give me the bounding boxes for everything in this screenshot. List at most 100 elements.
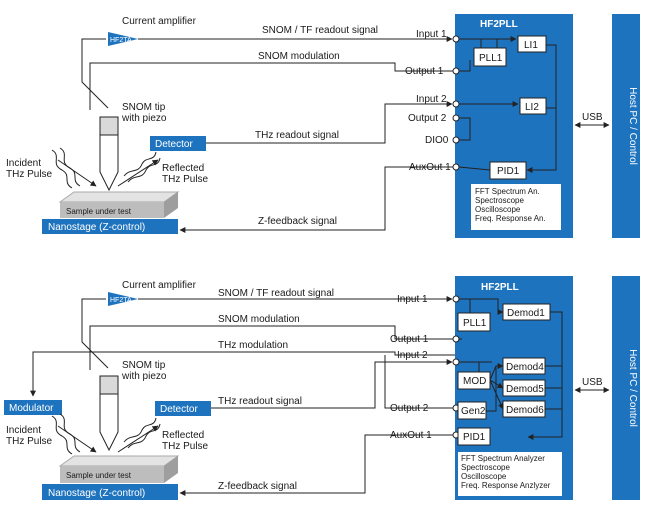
top-port-connector — [452, 114, 460, 122]
top-port-connector — [452, 35, 460, 43]
bottom-port-label: Input 1 — [397, 294, 428, 305]
top-amplifier: HF2TA — [108, 32, 138, 46]
bottom-amplifier: HF2TA — [108, 292, 138, 306]
top-sig-snom-tf: SNOM / TF readout signal — [262, 25, 378, 36]
top-block-li2 — [519, 97, 547, 115]
bottom-block-demod — [502, 400, 546, 418]
bottom-incident-1: Incident — [6, 425, 41, 436]
top-reflected-1: Reflected — [162, 163, 204, 174]
bottom-feature: Spectroscope — [461, 463, 510, 472]
top-snom-mod-line — [89, 62, 456, 110]
bottom-block-demod — [502, 303, 551, 321]
bottom-port-connector — [452, 335, 460, 343]
bottom-port-label: Output 2 — [390, 403, 429, 414]
bottom-thz-mod-line — [30, 351, 456, 397]
bottom-port-connector — [452, 295, 460, 303]
bottom-sample-label: Sample under test — [66, 471, 132, 480]
bottom-lockin-title: HF2PLL — [481, 282, 519, 293]
bottom-sig-snom-mod: SNOM modulation — [218, 314, 300, 325]
top-port-label: AuxOut 1 — [409, 162, 451, 173]
bottom-block-pid-label: PID1 — [463, 432, 486, 443]
bottom-modulator — [4, 400, 62, 415]
top-port-connector — [452, 100, 460, 108]
top-detector-label: Detector — [155, 139, 193, 150]
top-port-label: Input 2 — [416, 94, 447, 105]
bottom-incident-2: THz Pulse — [6, 436, 53, 447]
bottom-sig-thz-mod: THz modulation — [218, 340, 288, 351]
top-amp-title: Current amplifier — [122, 16, 197, 27]
top-features-box — [471, 184, 561, 230]
bottom-block-demod-label: Demod4 — [506, 362, 544, 373]
bottom-nanostage-label: Nanostage (Z-control) — [48, 488, 145, 499]
top-feature: Oscilloscope — [475, 205, 521, 214]
bottom-features-box — [458, 452, 562, 496]
bottom-zfeedback-line — [179, 434, 456, 496]
top-block-li1 — [517, 35, 547, 53]
bottom-sig-thz-readout: THz readout signal — [218, 396, 302, 407]
top-sample-label: Sample under test — [66, 207, 132, 216]
top-detector — [150, 136, 206, 151]
top-nanostage — [42, 219, 178, 234]
bottom-block-demod-label: Demod5 — [506, 384, 544, 395]
top-feature: Freq. Response An. — [475, 214, 546, 223]
bottom-block-mod-label: MOD — [463, 376, 486, 387]
top-tip-to-amp-line — [81, 38, 109, 109]
bottom-reflected-1: Reflected — [162, 430, 204, 441]
bottom-amp-badge: HF2TA — [110, 297, 132, 304]
bottom-diagram: Current amplifier HF2TA SNOM / TF readou… — [4, 276, 640, 500]
top-ports: Input 1 Output 1 Input 2 Output 2 DIO0 A… — [405, 29, 460, 173]
bottom-sample — [58, 455, 180, 483]
bottom-port-label: Output 1 — [390, 334, 429, 345]
top-port-label: Output 2 — [408, 113, 447, 124]
top-block-pll — [473, 47, 507, 67]
top-reflected-pulse-icon — [117, 151, 161, 187]
top-incident-2: THz Pulse — [6, 169, 53, 180]
top-block-pid-label: PID1 — [497, 166, 520, 177]
top-snom-tip — [99, 116, 119, 192]
top-zfeedback-line — [179, 166, 456, 233]
bottom-block-pid — [457, 427, 491, 446]
top-host-label: Host PC / Control — [627, 87, 638, 165]
bottom-sig-snom-tf: SNOM / TF readout signal — [218, 288, 334, 299]
bottom-block-demod-label: Demod1 — [507, 308, 545, 319]
bottom-reflected-2: THz Pulse — [162, 441, 209, 452]
top-sample — [58, 191, 180, 218]
top-amp-badge: HF2TA — [110, 37, 132, 44]
bottom-feature: FFT Spectrum Analyzer — [461, 454, 545, 463]
top-port-connector — [452, 67, 460, 75]
bottom-modulator-label: Modulator — [9, 403, 54, 414]
bottom-sig-zfeedback: Z-feedback signal — [218, 481, 297, 492]
bottom-port-connector — [452, 358, 460, 366]
top-thz-readout-line — [206, 101, 453, 144]
bottom-feature: Freq. Response Anzlyzer — [461, 481, 551, 490]
top-diagram: Current amplifier HF2TA SNOM / TF readou… — [6, 14, 640, 238]
top-nanostage-label: Nanostage (Z-control) — [48, 222, 145, 233]
top-reflected-2: THz Pulse — [162, 174, 209, 185]
top-port-label: Input 1 — [416, 29, 447, 40]
top-feature: Spectroscope — [475, 196, 524, 205]
bottom-block-demod — [502, 379, 546, 397]
bottom-block-mod — [457, 371, 491, 390]
bottom-detector — [155, 401, 211, 416]
bottom-incident-pulse-icon — [51, 413, 97, 455]
bottom-tip-label-1: SNOM tip — [122, 360, 166, 371]
bottom-port-label: AuxOut 1 — [390, 430, 432, 441]
bottom-reflected-pulse-icon — [117, 417, 161, 453]
top-port-connector — [452, 136, 460, 144]
bottom-block-pll-label: PLL1 — [463, 318, 487, 329]
bottom-block-gen-label: Gen2 — [461, 406, 486, 417]
top-block-li1-label: LI1 — [524, 40, 538, 51]
top-port-label: Output 1 — [405, 66, 444, 77]
bottom-host-box — [612, 276, 640, 500]
top-block-pll-label: PLL1 — [479, 53, 503, 64]
top-incident-1: Incident — [6, 158, 41, 169]
top-feature: FFT Spectrum An. — [475, 187, 540, 196]
bottom-port-label: Input 2 — [397, 350, 428, 361]
top-port-label: DIO0 — [425, 135, 449, 146]
top-tip-label-1: SNOM tip — [122, 102, 166, 113]
bottom-snom-mod-line — [89, 325, 456, 370]
bottom-usb-label: USB — [582, 377, 603, 388]
top-sig-zfeedback: Z-feedback signal — [258, 216, 337, 227]
bottom-snom-tip — [99, 375, 119, 452]
